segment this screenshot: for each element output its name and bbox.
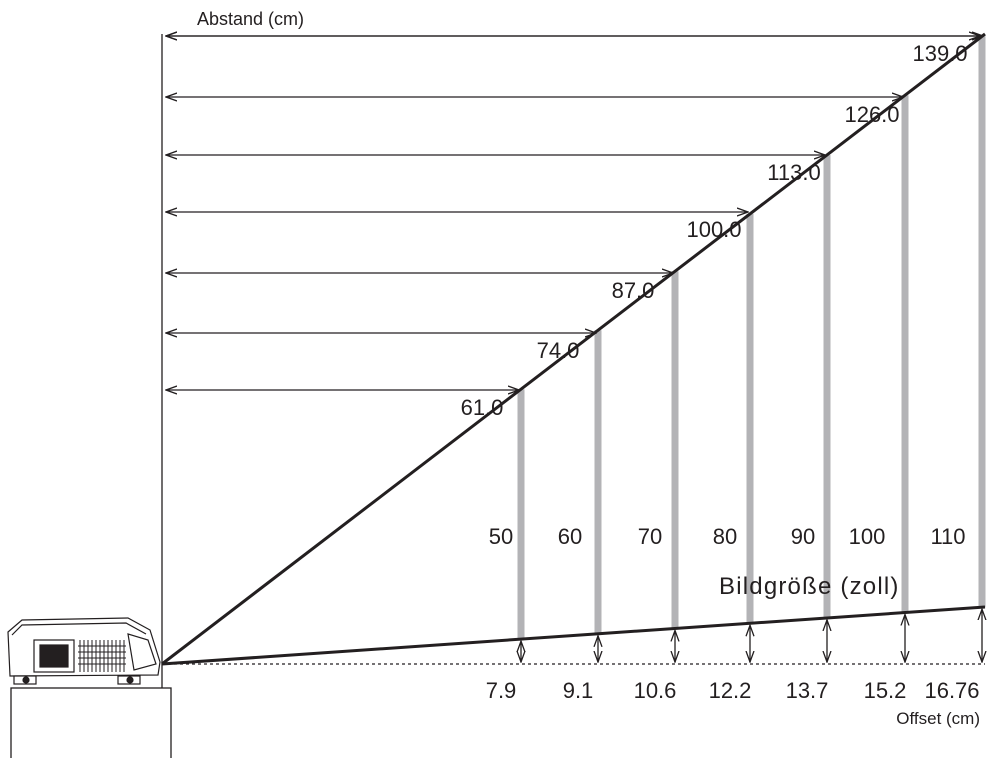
offset-value: 15.2 [864,678,907,703]
distance-value: 100.0 [686,217,741,242]
offset-value: 7.9 [486,678,517,703]
offset-axis-label: Offset (cm) [896,709,980,728]
size-value: 70 [638,524,662,549]
size-value: 100 [849,524,886,549]
size-value: 110 [930,524,965,549]
projector-stand [10,687,172,758]
size-value: 90 [791,524,815,549]
distance-axis-label: Abstand (cm) [197,9,304,29]
size-axis-label: Bildgröße (zoll) [719,573,900,600]
dimension-group: 61.0507.974.0609.187.07010.6100.08012.21… [161,32,986,703]
distance-value: 87.0 [612,278,655,303]
projection-lower-line [161,605,986,666]
size-value: 50 [489,524,513,549]
projector-icon [7,617,161,685]
offset-value: 10.6 [634,678,677,703]
projection-upper-line [161,32,986,666]
offset-value: 9.1 [563,678,594,703]
offset-value: 12.2 [709,678,752,703]
offset-value: 13.7 [786,678,829,703]
size-value: 80 [713,524,737,549]
offset-value: 16.76 [924,678,979,703]
size-value: 60 [558,524,582,549]
